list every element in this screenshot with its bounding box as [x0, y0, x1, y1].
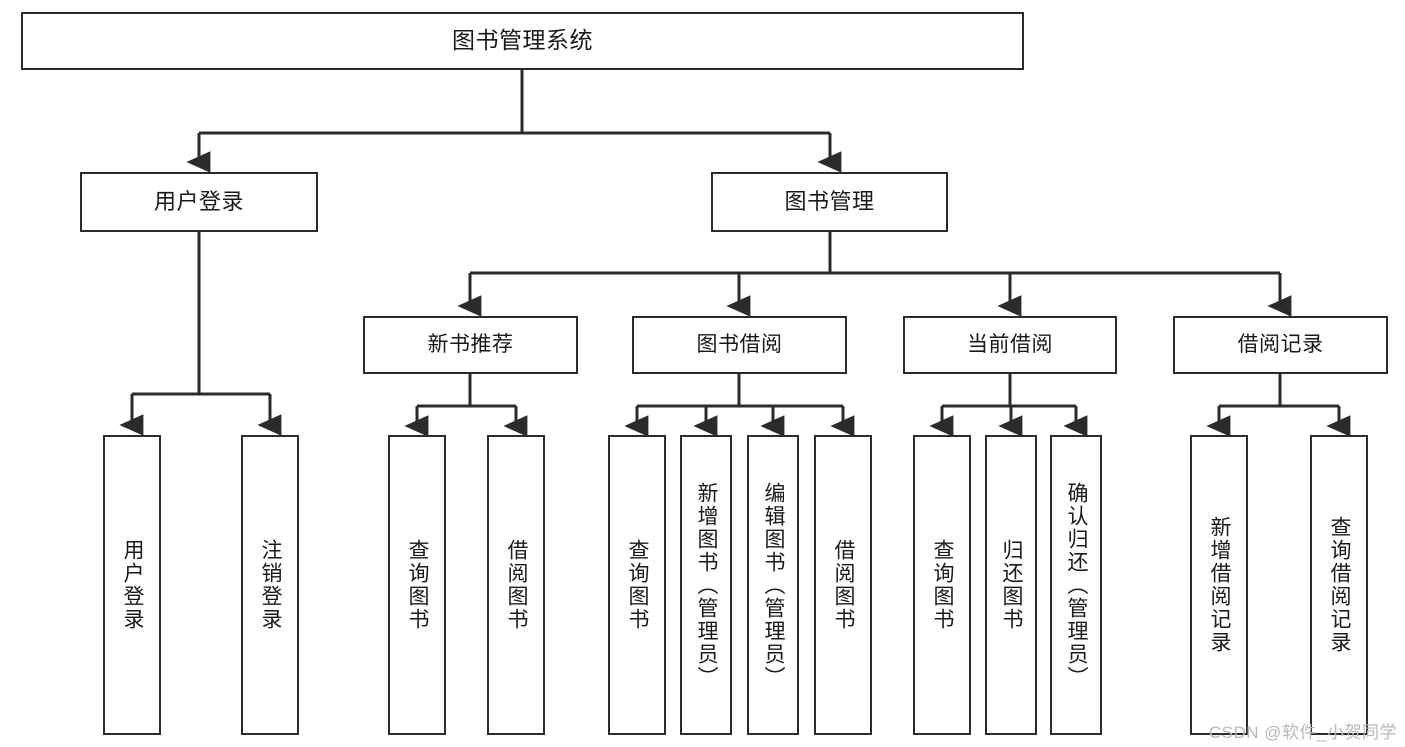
leaf-query-book-current: 查询图书 [913, 435, 971, 735]
leaf-query-book-borrow-label: 查询图书 [626, 539, 650, 631]
leaf-logout: 注销登录 [241, 435, 299, 735]
leaf-add-borrow-record-label: 新增借阅记录 [1208, 516, 1232, 654]
leaf-query-book-recommend: 查询图书 [388, 435, 446, 735]
node-user-login-label: 用户登录 [153, 189, 244, 215]
node-root-system: 图书管理系统 [21, 12, 1024, 70]
leaf-return-book: 归还图书 [985, 435, 1037, 735]
leaf-query-borrow-record: 查询借阅记录 [1310, 435, 1368, 735]
leaf-add-book-admin-label: 新增图书（管理员） [695, 481, 719, 689]
leaf-confirm-return-admin-label: 确认归还（管理员） [1065, 481, 1089, 689]
node-book-management-label: 图书管理 [784, 189, 875, 215]
leaf-add-book-admin: 新增图书（管理员） [680, 435, 732, 735]
leaf-edit-book-admin-label: 编辑图书（管理员） [762, 481, 786, 689]
node-new-book-recommend-label: 新书推荐 [427, 332, 514, 356]
node-borrow-record: 借阅记录 [1173, 316, 1388, 374]
node-current-borrow-label: 当前借阅 [967, 332, 1053, 356]
node-book-management: 图书管理 [711, 172, 948, 232]
leaf-borrow-book: 借阅图书 [814, 435, 872, 735]
leaf-return-book-label: 归还图书 [1000, 539, 1024, 631]
node-book-borrow-label: 图书借阅 [696, 332, 783, 356]
leaf-query-book-recommend-label: 查询图书 [406, 539, 430, 631]
leaf-borrow-book-label: 借阅图书 [832, 539, 856, 631]
leaf-add-borrow-record: 新增借阅记录 [1190, 435, 1248, 735]
leaf-edit-book-admin: 编辑图书（管理员） [747, 435, 799, 735]
leaf-logout-label: 注销登录 [259, 539, 283, 631]
leaf-user-login: 用户登录 [103, 435, 161, 735]
leaf-user-login-label: 用户登录 [121, 539, 145, 631]
leaf-query-book-borrow: 查询图书 [608, 435, 666, 735]
node-root-system-label: 图书管理系统 [452, 27, 593, 54]
node-borrow-record-label: 借阅记录 [1237, 332, 1324, 356]
leaf-query-book-current-label: 查询图书 [931, 539, 955, 631]
csdn-watermark: CSDN @软件_小贺同学 [1208, 723, 1397, 742]
node-book-borrow: 图书借阅 [632, 316, 847, 374]
node-new-book-recommend: 新书推荐 [363, 316, 578, 374]
leaf-confirm-return-admin: 确认归还（管理员） [1050, 435, 1102, 735]
node-current-borrow: 当前借阅 [903, 316, 1117, 374]
leaf-borrow-book-recommend-label: 借阅图书 [505, 539, 529, 631]
leaf-query-borrow-record-label: 查询借阅记录 [1328, 516, 1352, 654]
leaf-borrow-book-recommend: 借阅图书 [487, 435, 545, 735]
node-user-login: 用户登录 [80, 172, 318, 232]
